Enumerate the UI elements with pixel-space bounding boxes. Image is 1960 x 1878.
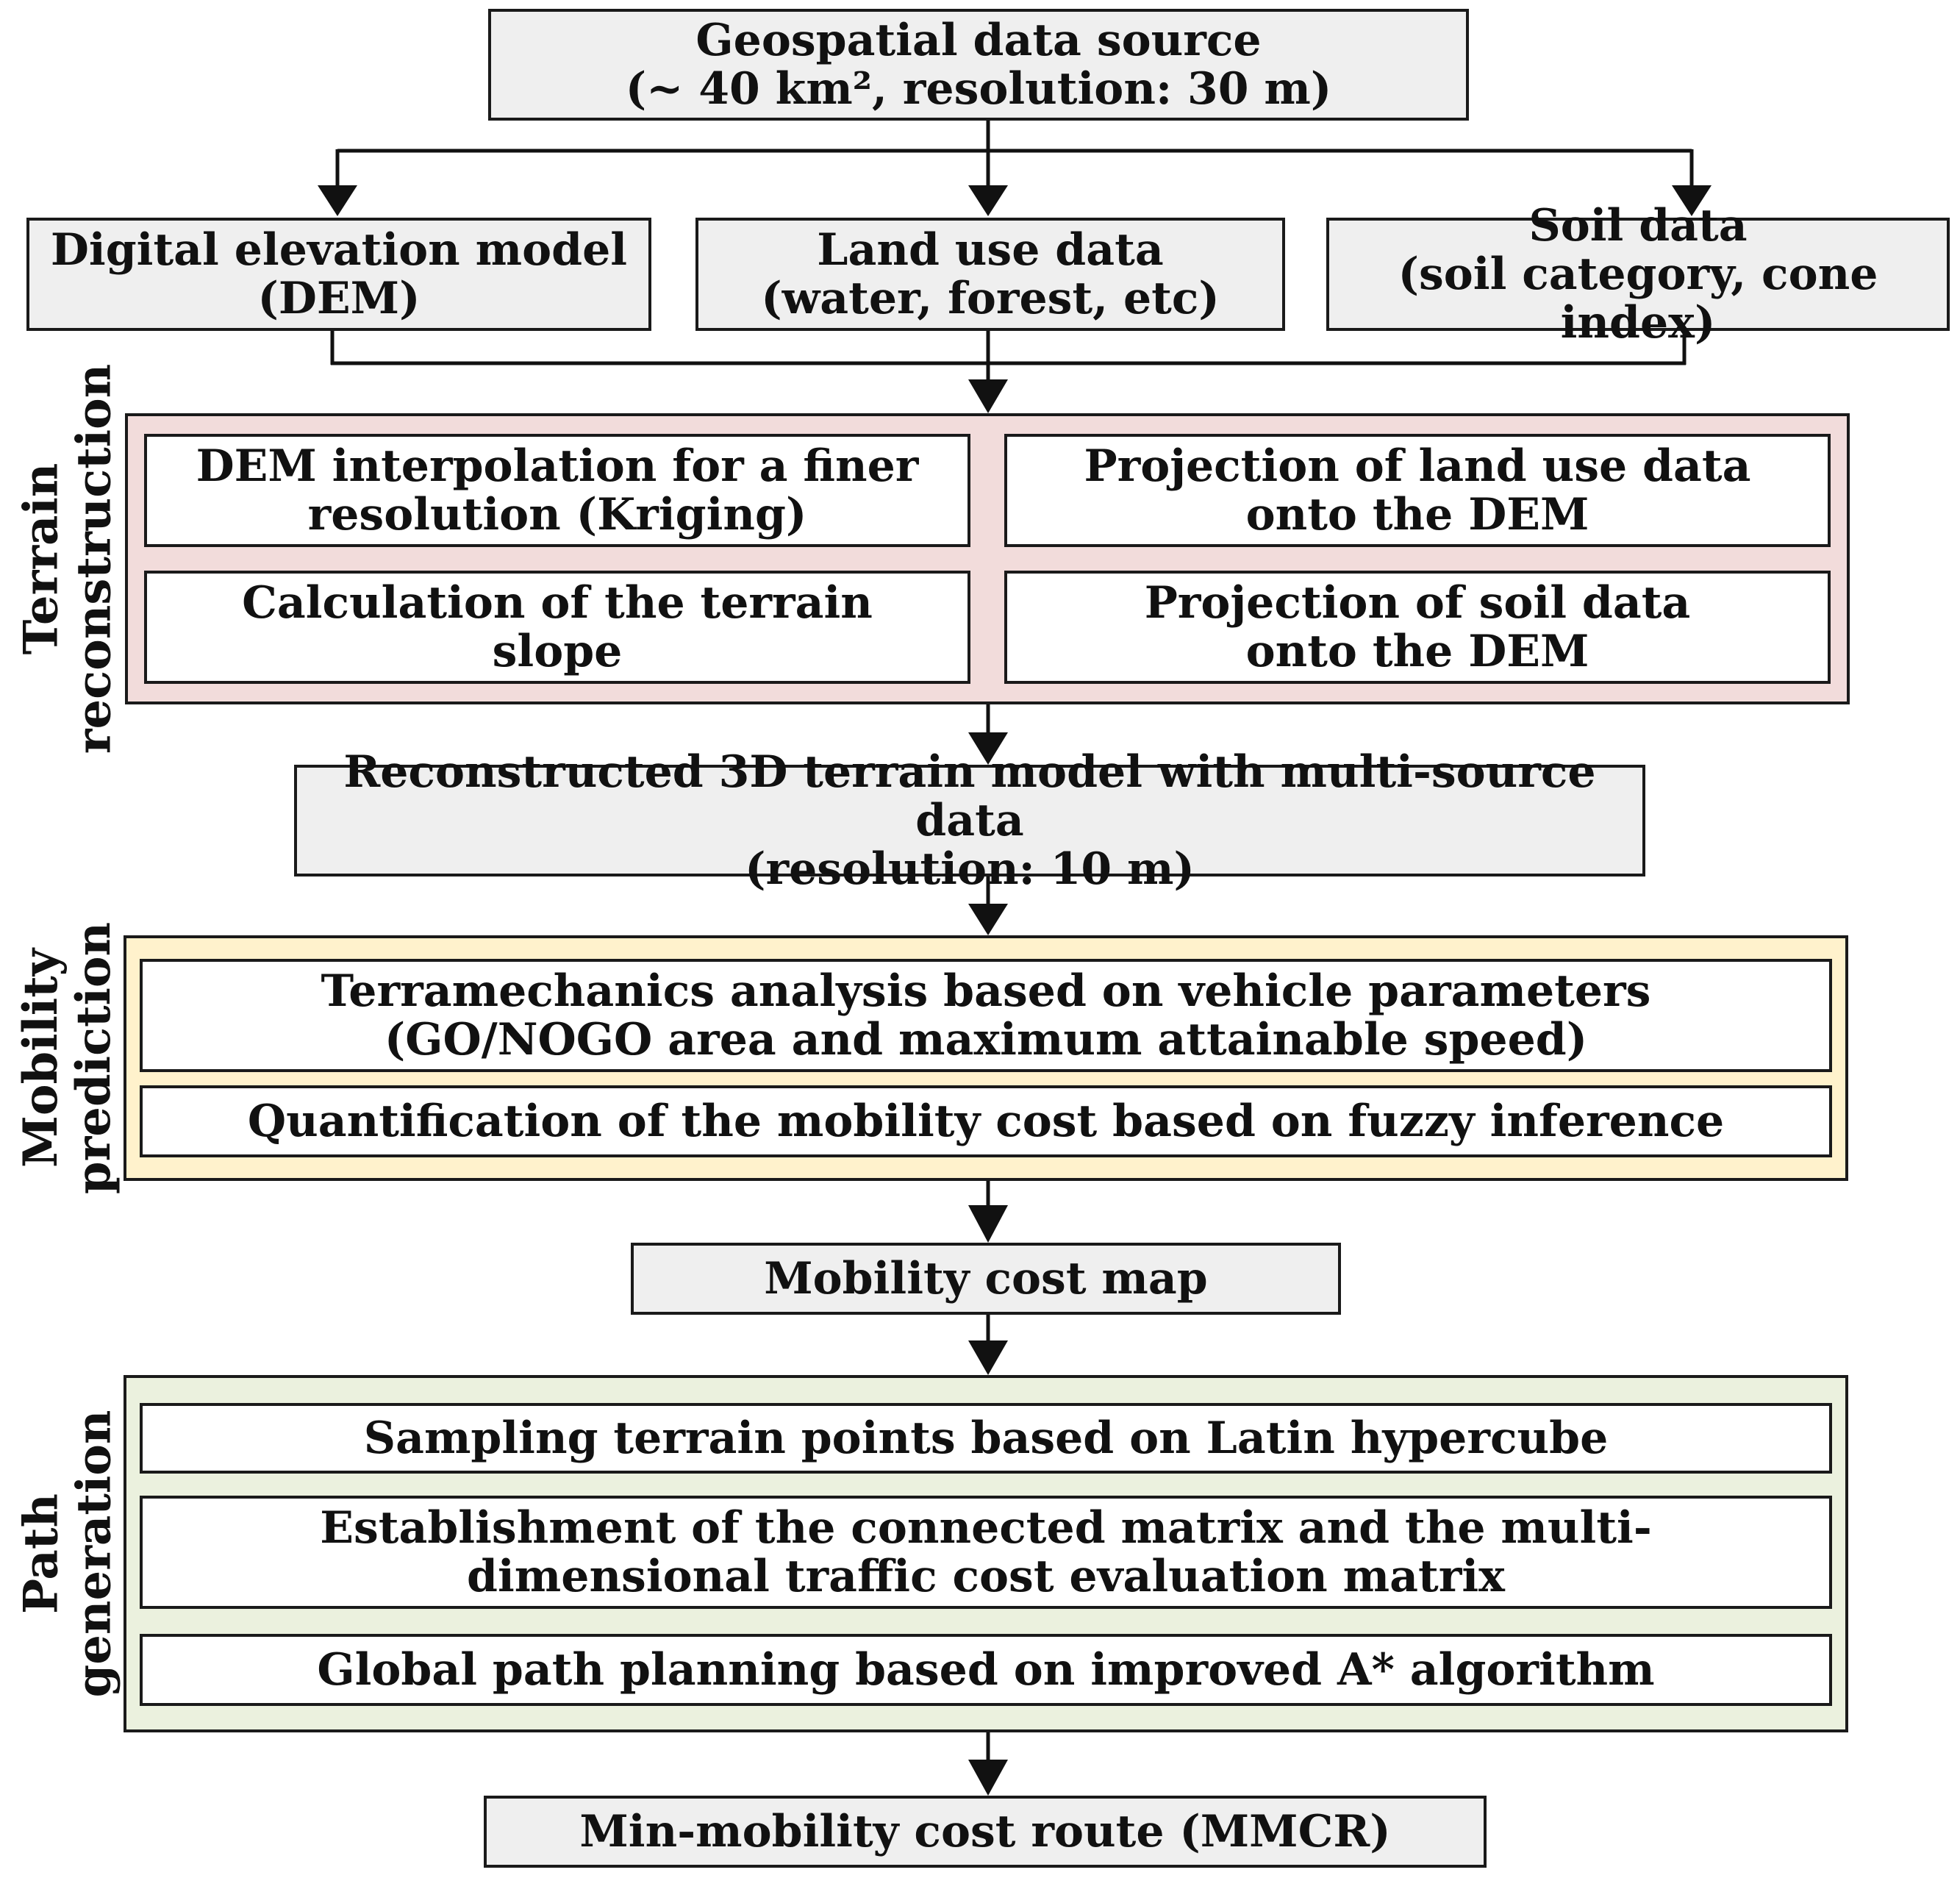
terramechanics-line2: (GO/NOGO area and maximum attainable spe…: [384, 1014, 1588, 1065]
sampling-text: Sampling terrain points based on Latin h…: [363, 1413, 1609, 1464]
model3d-title: Reconstructed 3D terrain model with mult…: [343, 746, 1596, 846]
mobility-label-line2: prediction: [66, 921, 121, 1195]
land-use-subtitle: (water, forest, etc): [761, 273, 1220, 324]
arrowhead: [968, 185, 1008, 216]
proj-soil-line1: Projection of soil data: [1144, 577, 1691, 629]
path-generation-label: Path generation: [13, 1375, 121, 1732]
latin-hypercube-sampling-box: Sampling terrain points based on Latin h…: [140, 1403, 1832, 1474]
terrain-slope-box: Calculation of the terrain slope: [144, 571, 970, 684]
proj-landuse-line1: Projection of land use data: [1084, 440, 1751, 492]
arrowhead: [968, 904, 1008, 935]
soil-data-box: Soil data (soil category, cone index): [1326, 201, 1950, 347]
proj-landuse-line2: onto the DEM: [1245, 489, 1589, 540]
matrix-line1: Establishment of the connected matrix an…: [320, 1502, 1652, 1554]
kriging-line2: resolution (Kriging): [307, 489, 807, 540]
fuzzy-inference-box: Quantification of the mobility cost base…: [140, 1085, 1832, 1157]
matrix-line2: dimensional traffic cost evaluation matr…: [467, 1551, 1505, 1602]
astar-path-planning-box: Global path planning based on improved A…: [140, 1634, 1832, 1706]
geospatial-data-source-box: Geospatial data source (~ 40 km², resolu…: [488, 9, 1469, 121]
path-label-line1: Path: [13, 1493, 68, 1614]
slope-line1: Calculation of the terrain: [242, 577, 873, 629]
arrowhead: [968, 1760, 1008, 1796]
land-use-title: Land use data: [817, 224, 1164, 276]
reconstructed-3d-model-box: Reconstructed 3D terrain model with mult…: [294, 748, 1645, 893]
mobility-prediction-label: Mobility prediction: [13, 922, 121, 1194]
terrain-label-line1: Terrain: [13, 463, 68, 655]
land-use-data-box: Land use data (water, forest, etc): [695, 218, 1285, 331]
soil-title: Soil data: [1528, 200, 1748, 251]
kriging-line1: DEM interpolation for a finer: [196, 440, 919, 492]
connected-matrix-box: Establishment of the connected matrix an…: [140, 1496, 1832, 1609]
path-label-line2: generation: [66, 1410, 121, 1698]
mmcr-result-box: Min-mobility cost route (MMCR): [484, 1796, 1487, 1868]
dem-title: Digital elevation model: [50, 224, 628, 276]
model3d-subtitle: (resolution: 10 m): [745, 843, 1195, 895]
terrain-label-line2: reconstruction: [66, 363, 121, 754]
arrowhead: [318, 185, 357, 216]
source-title: Geospatial data source: [695, 15, 1262, 66]
terramechanics-analysis-box: Terramechanics analysis based on vehicle…: [140, 959, 1832, 1072]
terramechanics-line1: Terramechanics analysis based on vehicle…: [321, 965, 1651, 1017]
mobility-label-line1: Mobility: [13, 949, 68, 1168]
arrowhead: [968, 732, 1008, 765]
soil-subtitle: (soil category, cone index): [1398, 249, 1878, 349]
arrowhead: [968, 1205, 1008, 1243]
dem-subtitle: (DEM): [257, 273, 421, 324]
arrowhead: [1672, 185, 1712, 216]
arrowhead: [968, 1340, 1008, 1375]
astar-text: Global path planning based on improved A…: [317, 1644, 1655, 1696]
projection-soil-box: Projection of soil data onto the DEM: [1004, 571, 1831, 684]
result-text: Min-mobility cost route (MMCR): [579, 1806, 1391, 1857]
dem-box: Digital elevation model (DEM): [26, 218, 651, 331]
arrowhead: [968, 379, 1008, 413]
dem-interpolation-box: DEM interpolation for a finer resolution…: [144, 434, 970, 547]
fuzzy-text: Quantification of the mobility cost base…: [247, 1096, 1725, 1147]
proj-soil-line2: onto the DEM: [1245, 626, 1589, 677]
terrain-reconstruction-label: Terrain reconstruction: [13, 364, 121, 754]
source-subtitle: (~ 40 km², resolution: 30 m): [625, 63, 1332, 115]
mobility-cost-map-box: Mobility cost map: [631, 1243, 1341, 1315]
projection-land-use-box: Projection of land use data onto the DEM: [1004, 434, 1831, 547]
slope-line2: slope: [492, 626, 623, 677]
cost-map-text: Mobility cost map: [764, 1253, 1208, 1304]
